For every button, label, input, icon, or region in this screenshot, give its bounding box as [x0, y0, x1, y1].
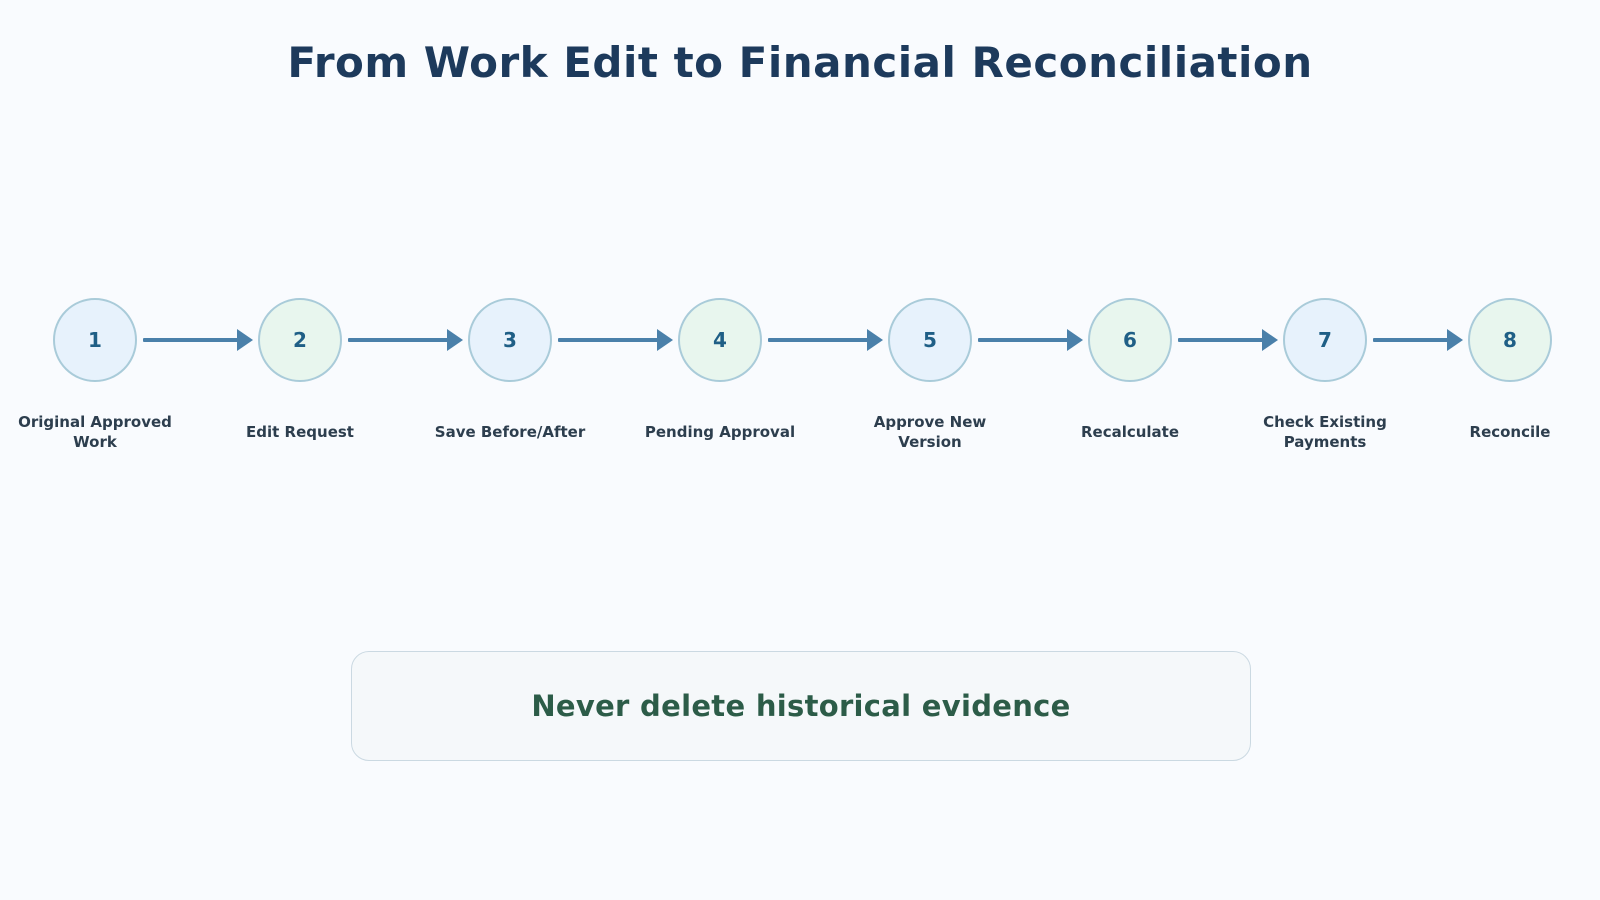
- step-label-4: Pending Approval: [644, 423, 796, 441]
- arrow-head: [1262, 329, 1278, 351]
- flow-arrow-7-8: [1373, 328, 1463, 352]
- step-circle-6: 6: [1088, 298, 1172, 382]
- arrow-head: [867, 329, 883, 351]
- step-number: 4: [713, 328, 727, 352]
- arrow-shaft: [143, 338, 243, 342]
- step-label-1: Original Approved Work: [18, 413, 172, 451]
- step-circle-3: 3: [468, 298, 552, 382]
- arrow-shaft: [348, 338, 453, 342]
- step-circle-2: 2: [258, 298, 342, 382]
- step-circle-7: 7: [1283, 298, 1367, 382]
- step-label-7: Check Existing Payments: [1263, 413, 1387, 451]
- step-number: 2: [293, 328, 307, 352]
- step-number: 3: [503, 328, 517, 352]
- step-label-5: Approve New Version: [873, 413, 987, 451]
- arrow-shaft: [1373, 338, 1453, 342]
- step-circle-5: 5: [888, 298, 972, 382]
- principle-note-box: Never delete historical evidence: [351, 651, 1251, 761]
- arrow-head: [657, 329, 673, 351]
- principle-note-text: Never delete historical evidence: [531, 689, 1071, 723]
- arrow-shaft: [768, 338, 873, 342]
- step-circle-1: 1: [53, 298, 137, 382]
- step-label-6: Recalculate: [1080, 423, 1180, 441]
- arrow-shaft: [1178, 338, 1268, 342]
- step-circle-8: 8: [1468, 298, 1552, 382]
- step-label-2: Edit Request: [246, 423, 354, 441]
- diagram-title: From Work Edit to Financial Reconciliati…: [287, 38, 1313, 87]
- arrow-head: [237, 329, 253, 351]
- arrow-shaft: [978, 338, 1073, 342]
- step-circle-4: 4: [678, 298, 762, 382]
- flow-arrow-5-6: [978, 328, 1083, 352]
- step-number: 6: [1123, 328, 1137, 352]
- flow-arrow-2-3: [348, 328, 463, 352]
- step-label-3: Save Before/After: [434, 423, 586, 441]
- step-number: 7: [1318, 328, 1332, 352]
- arrow-shaft: [558, 338, 663, 342]
- flow-arrow-1-2: [143, 328, 253, 352]
- step-number: 8: [1503, 328, 1517, 352]
- arrow-head: [447, 329, 463, 351]
- step-number: 5: [923, 328, 937, 352]
- flow-arrow-4-5: [768, 328, 883, 352]
- flow-arrow-3-4: [558, 328, 673, 352]
- step-number: 1: [88, 328, 102, 352]
- arrow-head: [1447, 329, 1463, 351]
- step-label-8: Reconcile: [1469, 423, 1551, 441]
- arrow-head: [1067, 329, 1083, 351]
- flow-arrow-6-7: [1178, 328, 1278, 352]
